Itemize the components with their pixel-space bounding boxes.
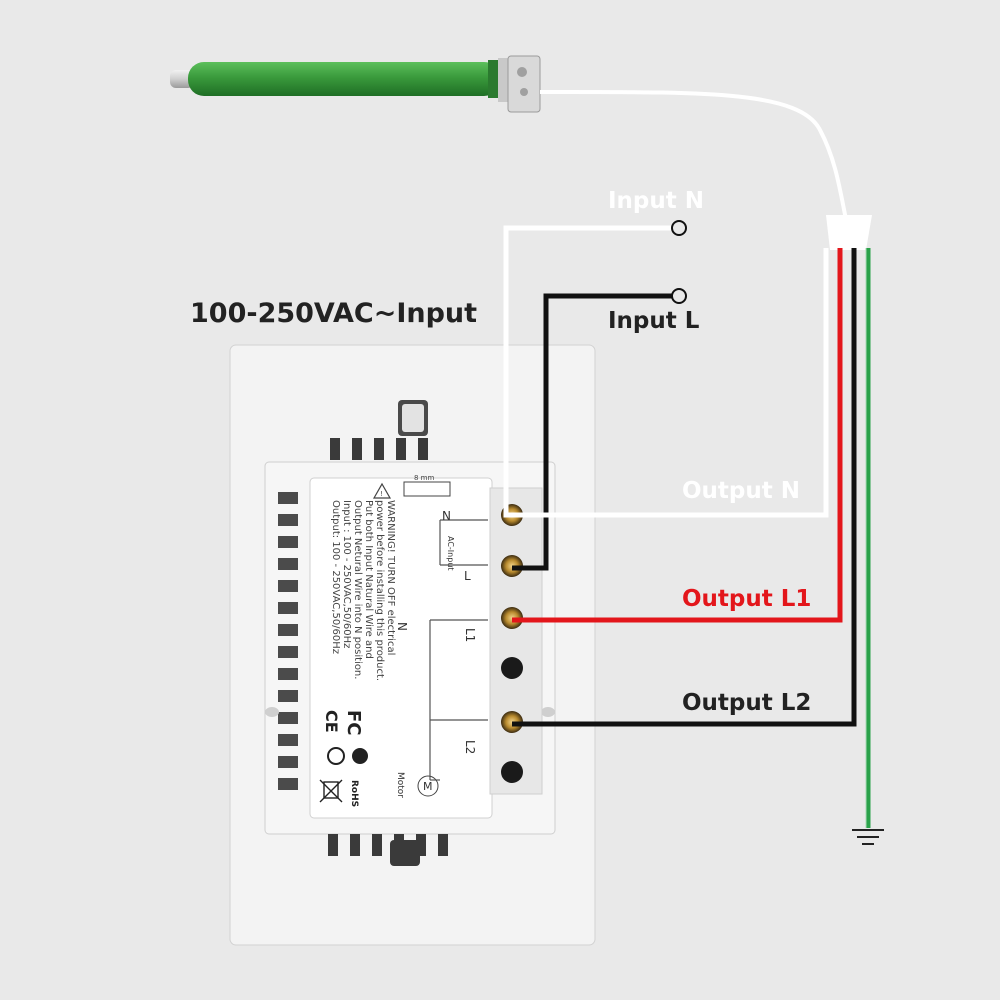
- tubular-motor-icon: [170, 55, 541, 113]
- output-n-label: Output N: [682, 478, 800, 504]
- vent-slot: [278, 668, 298, 680]
- dimension-gauge: 8 mm: [403, 474, 451, 497]
- warning-triangle-icon: !: [372, 482, 392, 499]
- input-n-label: Input N: [608, 188, 704, 214]
- rohs-mark: RoHS: [349, 780, 359, 807]
- warning-line: power before installing this product.: [374, 500, 385, 681]
- vent-slot: [278, 558, 298, 570]
- vent-slot: [278, 580, 298, 592]
- warning-line: Output Netural Wire into N position.: [352, 500, 363, 679]
- motor-label: Motor: [395, 772, 405, 798]
- svg-text:M: M: [423, 780, 433, 793]
- wire-input-n: [503, 225, 676, 518]
- wire-input-l: [512, 293, 676, 571]
- motor-cable: [539, 89, 850, 231]
- vent-slot: [278, 712, 298, 724]
- dimension-label: 8 mm: [414, 474, 434, 482]
- vent-slot: [278, 778, 298, 790]
- vent-slot: [278, 624, 298, 636]
- svg-text:!: !: [380, 490, 383, 498]
- ground-symbol-icon: [852, 829, 884, 845]
- recycle-icon: [327, 747, 368, 765]
- terminal-l1-label: L1: [463, 628, 477, 642]
- input-n-terminal: [671, 220, 687, 236]
- terminal-l-label: L: [464, 569, 471, 583]
- input-l-terminal: [671, 288, 687, 304]
- voltage-title: 100-250VAC~Input: [190, 298, 477, 329]
- terminal-l2-label: L2: [463, 740, 477, 754]
- vent-slot: [278, 734, 298, 746]
- motor-symbol-icon: M: [417, 775, 439, 797]
- wire-output-l2: [512, 248, 857, 727]
- ce-mark: CE: [322, 710, 341, 733]
- warning-line: Input : 100 - 250VAC,50/60Hz: [341, 500, 352, 648]
- fc-mark: FC: [343, 710, 364, 736]
- wire-output-l1: [512, 248, 843, 623]
- warning-line: Output: 100 - 250VAC,50/60Hz: [330, 500, 341, 654]
- card-schematic: [429, 519, 488, 781]
- warning-text-block: WARNING! TURN OFF electricalpower before…: [330, 500, 396, 681]
- ac-input-label: AC-Input: [446, 536, 455, 571]
- vent-slot: [278, 756, 298, 768]
- cable-sheath: [826, 215, 872, 250]
- input-l-label: Input L: [608, 308, 700, 334]
- terminal-n-label: N: [442, 509, 451, 523]
- neutral-bus-label: N: [395, 622, 409, 631]
- output-l1-label: Output L1: [682, 586, 811, 612]
- warning-line: Put both Input Natural Wire and: [363, 500, 374, 659]
- vent-slot: [278, 536, 298, 548]
- wire-output-n: [512, 248, 829, 518]
- vent-slot: [278, 492, 298, 504]
- output-l2-label: Output L2: [682, 690, 811, 716]
- vent-slot: [278, 514, 298, 526]
- vent-slot: [278, 602, 298, 614]
- vent-slot: [278, 646, 298, 658]
- weee-bin-icon: [319, 779, 343, 803]
- vent-slot: [278, 690, 298, 702]
- warning-line: WARNING! TURN OFF electrical: [385, 500, 396, 655]
- svg-text:WARNING! TURN OFF electricalpo: WARNING! TURN OFF electricalpower before…: [330, 500, 396, 681]
- switch-back-plate: [229, 344, 596, 946]
